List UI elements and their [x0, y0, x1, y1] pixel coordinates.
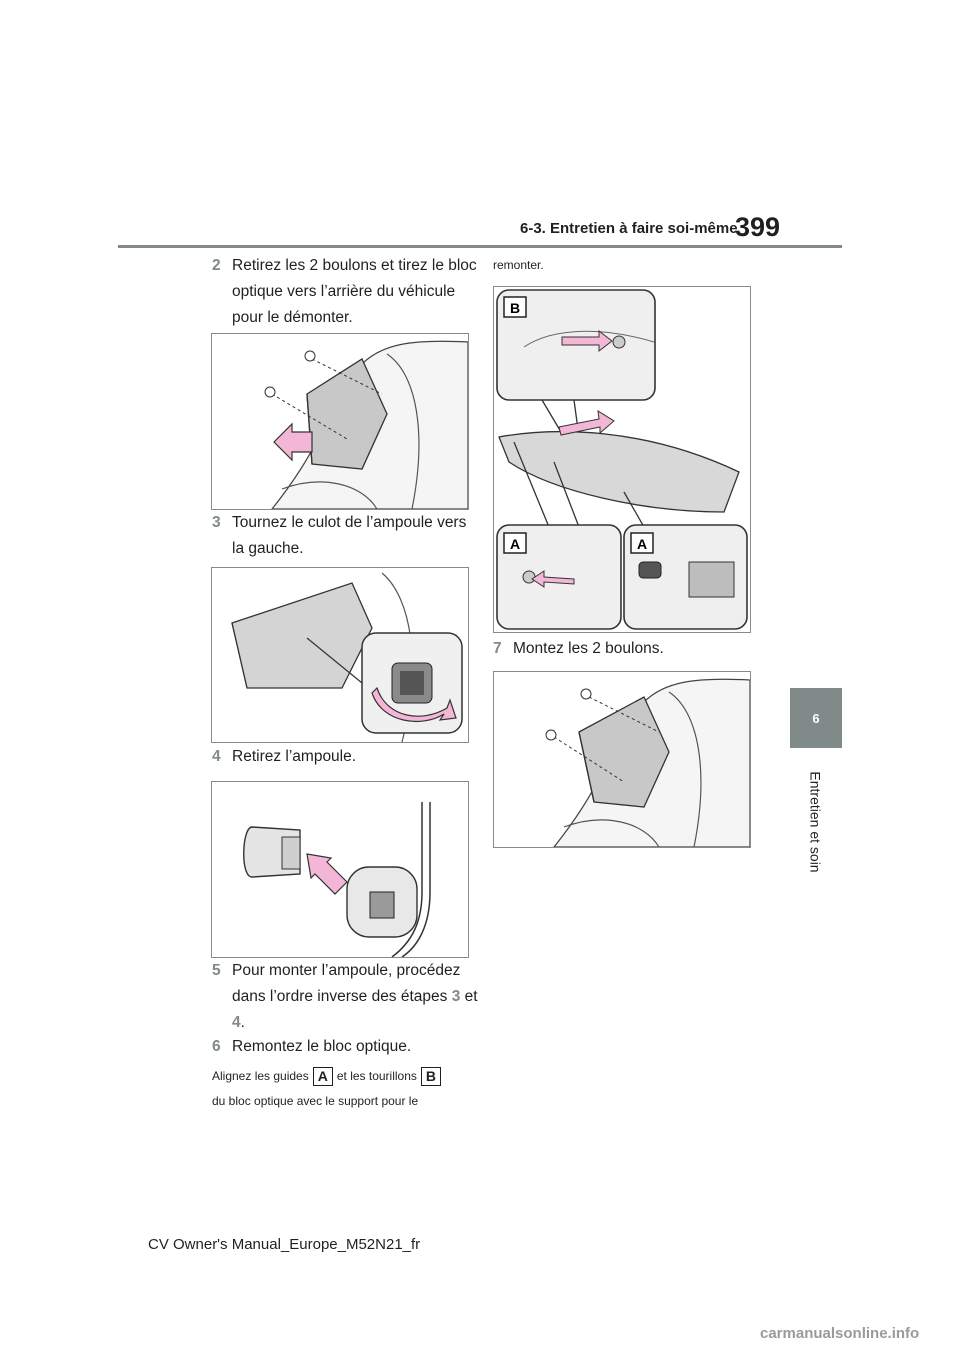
- watermark: carmanualsonline.info: [760, 1325, 920, 1342]
- figure-remove-lamp: [211, 333, 469, 510]
- chapter-label: Entretien et soin: [808, 771, 825, 873]
- arrow-left-icon: [531, 570, 575, 588]
- bolt-icon: [545, 729, 557, 741]
- step-number: 3: [212, 514, 221, 531]
- guide-icon: [638, 561, 662, 579]
- step-2: 2 Retirez les 2 boulons et tirez le bloc…: [212, 253, 482, 331]
- header-rule: [118, 245, 842, 248]
- step-reference: 4: [232, 1014, 241, 1031]
- label-b-badge: B: [420, 1067, 442, 1087]
- bolt-icon: [304, 350, 316, 362]
- step-3: 3 Tournez le culot de l’ampoule vers la …: [212, 510, 482, 562]
- page-number: 399: [735, 212, 781, 242]
- chapter-number: 6: [812, 710, 820, 726]
- callout-a-label: A: [510, 536, 520, 552]
- arrow-right-icon: [561, 329, 613, 353]
- arrow-right-icon: [558, 410, 615, 436]
- bolt-icon: [580, 688, 592, 700]
- callout-b-label: B: [510, 300, 520, 316]
- step-text: Retirez l’ampoule.: [232, 748, 357, 765]
- step-7: 7 Montez les 2 boulons.: [493, 636, 763, 662]
- step-text: Pour monter l’ampoule, procédez dans l’o…: [232, 962, 478, 1031]
- rotate-arrow-icon: [371, 686, 457, 722]
- step-text: Retirez les 2 boulons et tirez le bloc o…: [232, 257, 477, 326]
- trunnion-icon: [612, 335, 626, 349]
- step-number: 7: [493, 640, 502, 657]
- arrow-left-icon: [273, 422, 313, 462]
- step-6: 6 Remontez le bloc optique.: [212, 1034, 482, 1060]
- guide-icon: [522, 570, 536, 584]
- step-4: 4 Retirez l’ampoule.: [212, 744, 482, 770]
- step-text: Tournez le culot de l’ampoule vers la ga…: [232, 514, 467, 557]
- step-number: 5: [212, 962, 221, 979]
- figure-align-guides: B A A: [493, 286, 751, 633]
- figure-install-bolts: [493, 671, 751, 848]
- manual-footer: CV Owner's Manual_Europe_M52N21_fr: [148, 1236, 421, 1253]
- step-number: 2: [212, 257, 221, 274]
- figure-remove-bulb: [211, 781, 469, 958]
- step-text: Remontez le bloc optique.: [232, 1038, 412, 1055]
- bolt-icon: [264, 386, 276, 398]
- chapter-tab: 6: [790, 688, 842, 748]
- step-number: 6: [212, 1038, 221, 1055]
- note-continued: remonter.: [493, 258, 544, 272]
- callout-a-label: A: [637, 536, 647, 552]
- arrow-left-icon: [306, 853, 348, 895]
- step-text: Montez les 2 boulons.: [513, 640, 664, 657]
- step-number: 4: [212, 748, 221, 765]
- label-a-badge: A: [312, 1067, 333, 1087]
- step-5: 5 Pour monter l’ampoule, procédez dans l…: [212, 958, 484, 1036]
- section-title: 6-3. Entretien à faire soi-même: [520, 220, 738, 237]
- step-reference: 3: [451, 988, 461, 1005]
- figure-turn-socket: [211, 567, 469, 743]
